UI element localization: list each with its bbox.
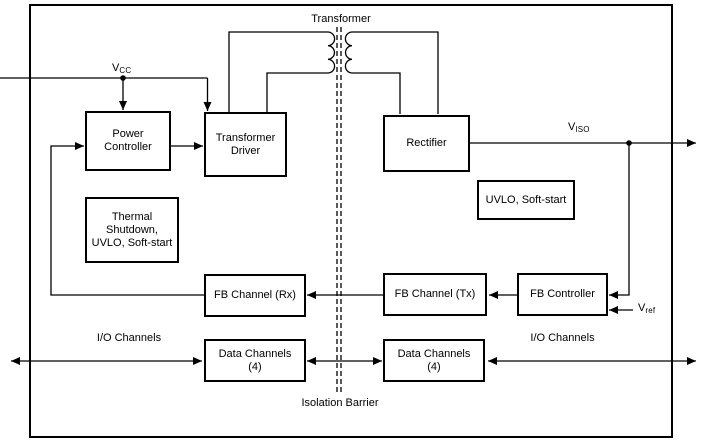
viso-subscript: ISO [575,125,590,134]
fb-channel-rx-block: FB Channel (Rx) [204,274,306,317]
fb-channel-tx-label: FB Channel (Tx) [394,288,476,300]
transformer-label: Transformer [311,13,371,25]
thermal-shutdown-label-line1: Thermal [111,210,153,223]
power-controller-label-line2: Controller [104,141,152,153]
transformer-driver-label-line2: Driver [230,144,261,157]
vref-subscript: ref [645,306,656,315]
transformer-driver-label-line1: Transformer [215,131,276,144]
power-controller-block: Power Controller [85,111,171,171]
fb-controller-block: FB Controller [517,273,608,316]
vcc-subscript: CC [119,66,132,75]
thermal-shutdown-block: Thermal Shutdown, UVLO, Soft-start [85,197,179,263]
driver-primary-top-wire [228,31,328,112]
uvlo-soft-start-label: UVLO, Soft-start [485,193,567,206]
data-channels-left-block: Data Channels (4) [204,339,306,382]
fb-to-power-controller-path [50,142,204,296]
io-channels-left-label: I/O Channels [96,332,162,344]
io-channels-right-label: I/O Channels [530,332,595,344]
vref-signal-label: Vref [638,302,655,315]
driver-primary-bottom-wire [266,72,328,112]
vref-base: V [638,302,646,314]
fb-channel-tx-block: FB Channel (Tx) [383,273,487,316]
transformer-driver-block: Transformer Driver [204,112,287,177]
viso-signal-label: VISO [568,121,590,134]
data-channels-left-label-line1: Data Channels [218,347,292,360]
vcc-base: V [112,62,120,74]
fb-channel-rx-label: FB Channel (Rx) [214,289,296,301]
transformer-primary-winding [327,31,336,74]
data-channels-right-block: Data Channels (4) [383,339,485,382]
uvlo-soft-start-block: UVLO, Soft-start [477,180,575,220]
fb-controller-label: FB Controller [530,288,595,300]
vcc-junction-dot [120,75,126,81]
isolation-barrier-label: Isolation Barrier [301,397,379,409]
viso-to-fb-controller-path [609,143,630,299]
power-controller-label-line1: Power [112,128,144,140]
data-channels-right-label-line1: Data Channels [397,347,471,360]
thermal-shutdown-label-line3: UVLO, Soft-start [91,236,173,249]
viso-base: V [568,121,576,133]
data-channels-right-label-line2: (4) [427,360,441,373]
rectifier-label: Rectifier [406,137,447,149]
chip-boundary-box [29,4,673,438]
viso-junction-dot [626,140,632,146]
vcc-signal-label: VCC [112,62,131,75]
secondary-rectifier-bottom-wire [352,72,401,114]
data-channels-left-label-line2: (4) [248,360,262,373]
transformer-secondary-winding [344,31,353,74]
secondary-rectifier-top-wire [352,31,439,114]
rectifier-block: Rectifier [383,115,470,172]
thermal-shutdown-label-line2: Shutdown, [106,223,158,236]
